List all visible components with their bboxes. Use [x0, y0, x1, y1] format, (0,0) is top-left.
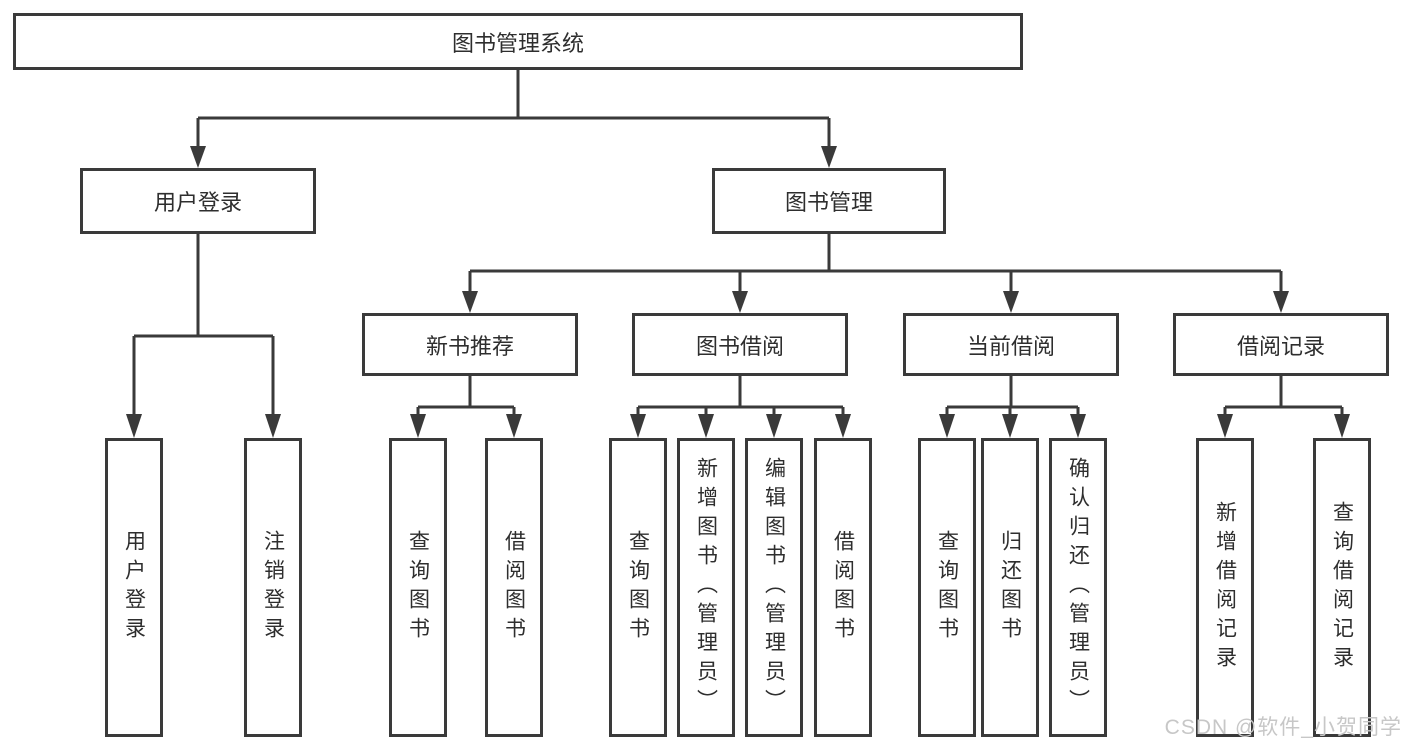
leaf-query-books-borrow: 查询图书 — [609, 438, 667, 737]
leaf-borrow-books: 借阅图书 — [814, 438, 872, 737]
node-new-book-recommend: 新书推荐 — [362, 313, 578, 376]
leaf-confirm-return-admin: 确认归还（管理员） — [1049, 438, 1107, 737]
node-current-borrow: 当前借阅 — [903, 313, 1119, 376]
node-root: 图书管理系统 — [13, 13, 1023, 70]
leaf-borrow-books-recommend: 借阅图书 — [485, 438, 543, 737]
leaf-query-borrow-record: 查询借阅记录 — [1313, 438, 1371, 737]
leaf-add-book-admin: 新增图书（管理员） — [677, 438, 735, 737]
node-book-borrow: 图书借阅 — [632, 313, 848, 376]
leaf-user-login: 用户登录 — [105, 438, 163, 737]
leaf-logout: 注销登录 — [244, 438, 302, 737]
leaf-edit-book-admin: 编辑图书（管理员） — [745, 438, 803, 737]
leaf-add-borrow-record: 新增借阅记录 — [1196, 438, 1254, 737]
watermark: CSDN @软件_小贺同学 — [1164, 716, 1402, 739]
node-borrow-records: 借阅记录 — [1173, 313, 1389, 376]
leaf-query-books-recommend: 查询图书 — [389, 438, 447, 737]
leaf-query-books-current: 查询图书 — [918, 438, 976, 737]
node-user-login: 用户登录 — [80, 168, 316, 234]
node-book-management: 图书管理 — [712, 168, 946, 234]
leaf-return-book: 归还图书 — [981, 438, 1039, 737]
